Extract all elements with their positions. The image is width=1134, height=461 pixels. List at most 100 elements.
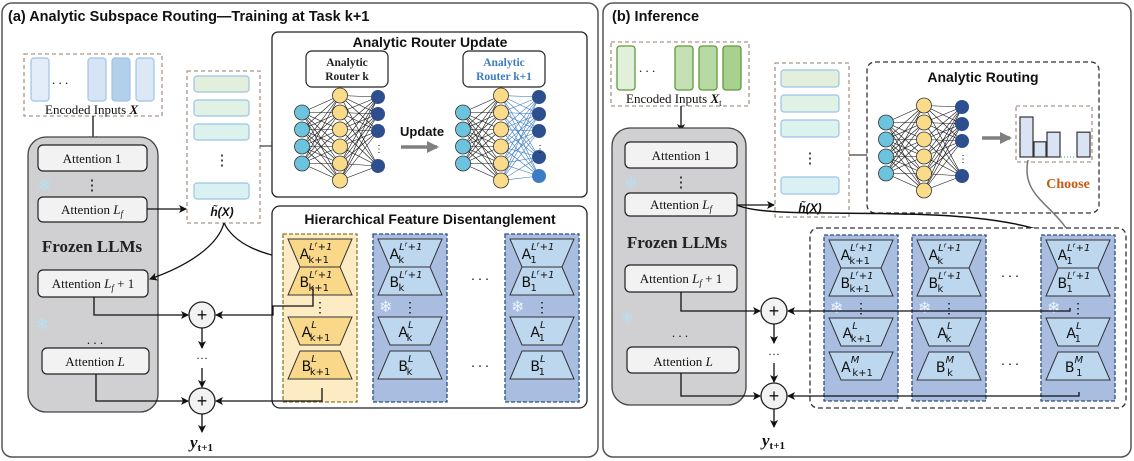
svg-text:+: + xyxy=(769,386,780,406)
vertical-dots: ⋮ xyxy=(85,178,100,194)
output-node xyxy=(955,100,969,114)
encoded-inputs-a: . . . Encoded Inputs X xyxy=(23,53,163,117)
sum-node-1-b: + xyxy=(760,297,788,325)
svg-text:⋮: ⋮ xyxy=(374,144,384,155)
network-edge xyxy=(339,113,379,181)
output-node xyxy=(371,107,385,121)
choose-label: Choose xyxy=(1046,177,1090,192)
router-k-label: Analytic Router k xyxy=(305,50,389,88)
hidden-node xyxy=(916,182,932,199)
hidden-node xyxy=(916,114,932,131)
attention-lf-b[interactable]: Attention Lf xyxy=(624,192,738,217)
hidden-node xyxy=(332,172,348,189)
hfd-title: Hierarchical Feature Disentanglement xyxy=(304,211,556,227)
network-edge xyxy=(462,95,502,147)
input-node xyxy=(878,131,894,148)
network-edge xyxy=(923,106,963,140)
snowflake-icon: ❄ xyxy=(620,309,634,328)
svg-text:BL1: BL1 xyxy=(530,354,545,378)
snowflake-icon: ❄ xyxy=(830,300,843,317)
panel-a-title: (a) Analytic Subspace Routing—Training a… xyxy=(8,9,369,25)
network-edge xyxy=(923,106,963,174)
attention-lf-plus-1-a[interactable]: Attention Lf + 1 xyxy=(37,269,149,298)
dots: . . . xyxy=(471,269,489,284)
svg-text:⋮: ⋮ xyxy=(674,175,689,191)
frozen-llm-a-label: Frozen LLMs xyxy=(42,237,143,256)
feature-vector-a: ⋮ h̃(X) xyxy=(186,70,261,224)
dots: . . . xyxy=(87,332,103,347)
network-edge xyxy=(500,130,540,181)
svg-text:ALk: ALk xyxy=(937,321,952,345)
network-edge xyxy=(301,112,341,164)
input-node xyxy=(455,155,471,172)
svg-text:Analytic: Analytic xyxy=(326,57,368,69)
hidden-node xyxy=(332,138,348,155)
svg-text:⋮: ⋮ xyxy=(958,154,968,165)
output-node xyxy=(371,159,385,173)
attention-1-b[interactable]: Attention 1 xyxy=(624,141,738,169)
attention-l-a[interactable]: Attention L xyxy=(41,347,150,375)
input-node xyxy=(455,121,471,138)
network-edge xyxy=(923,140,963,191)
snowflake-icon: ❄ xyxy=(918,300,931,317)
encoded-inputs-b: . . . Encoded Inputs Xt xyxy=(610,41,750,108)
input-node xyxy=(294,155,310,172)
sum-node-1-a: + xyxy=(188,301,216,329)
attention-lf-plus-1-b[interactable]: Attention Lf + 1 xyxy=(624,264,738,293)
output-node xyxy=(955,134,969,148)
router-k-plus-1-label: Analytic Router k+1 xyxy=(462,50,546,88)
network-edge xyxy=(339,130,379,181)
network-edge xyxy=(500,96,540,130)
input-node xyxy=(294,104,310,121)
hidden-node xyxy=(493,104,509,121)
svg-text:Attention L: Attention L xyxy=(653,354,713,369)
svg-text:AL1: AL1 xyxy=(530,320,545,344)
network-edge xyxy=(500,112,540,158)
input-node xyxy=(455,104,471,121)
update-label: Update xyxy=(400,124,444,139)
output-node xyxy=(955,169,969,183)
attention-lf-a[interactable]: Attention Lf xyxy=(37,196,148,223)
network-edge xyxy=(885,122,925,174)
hidden-node xyxy=(493,87,509,104)
network-edge xyxy=(500,95,540,158)
network-edge xyxy=(923,106,963,157)
svg-text:Router k: Router k xyxy=(325,71,369,83)
svg-text:. . .: . . . xyxy=(1001,266,1019,281)
network-edge xyxy=(462,112,502,164)
snowflake-icon: ❄ xyxy=(624,173,638,192)
svg-text:⋮: ⋮ xyxy=(313,301,327,316)
router-network-b: ⋮ xyxy=(878,97,969,199)
input-node xyxy=(878,165,894,182)
svg-text:⋮: ⋮ xyxy=(403,301,417,316)
svg-text:+: + xyxy=(769,301,780,321)
output-node xyxy=(371,90,385,104)
attention-l-b[interactable]: Attention L xyxy=(626,346,740,374)
svg-text:Attention 1: Attention 1 xyxy=(652,148,711,163)
svg-text:Router k+1: Router k+1 xyxy=(476,71,532,83)
network-edge xyxy=(500,96,540,164)
svg-text:Attention L: Attention L xyxy=(65,354,125,369)
hidden-node xyxy=(332,104,348,121)
score-bar xyxy=(1046,131,1061,158)
snowflake-icon: ❄ xyxy=(1047,300,1060,317)
attention-1-a[interactable]: Attention 1 xyxy=(37,144,148,172)
input-node xyxy=(878,114,894,131)
network-edge xyxy=(339,96,379,147)
svg-text:AL1: AL1 xyxy=(1066,321,1081,345)
svg-text:Attention Lf: Attention Lf xyxy=(650,197,714,214)
output-node xyxy=(532,150,546,164)
router-update-title: Analytic Router Update xyxy=(353,34,508,50)
